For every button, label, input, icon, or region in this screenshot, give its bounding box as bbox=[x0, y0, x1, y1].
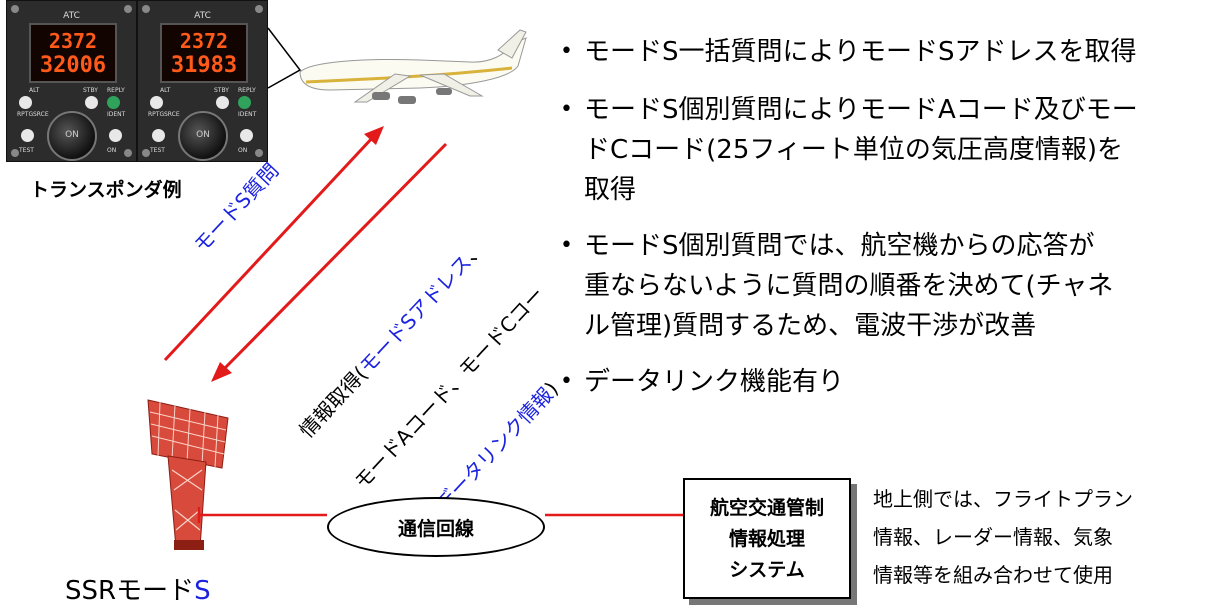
ident-button bbox=[109, 129, 122, 142]
label-test: TEST bbox=[150, 147, 165, 154]
alt-button bbox=[19, 96, 32, 109]
transponder-display: 2372 31983 bbox=[160, 23, 248, 83]
screw-icon bbox=[124, 5, 132, 13]
altitude-readout: 31983 bbox=[170, 53, 238, 78]
transponder-panel-left: ATC 2372 32006 ALT STBY REPLY RPTG SRCE … bbox=[6, 0, 137, 162]
communication-line-oval: 通信回線 bbox=[327, 497, 545, 557]
reply-label-line2: モードAコード、モードCコー bbox=[349, 282, 549, 494]
rotary-knob: ON bbox=[47, 111, 97, 161]
reply-light bbox=[107, 96, 120, 109]
radar-antenna-icon bbox=[147, 399, 229, 550]
interrogation-arrow bbox=[163, 126, 384, 362]
label-on: ON bbox=[238, 147, 248, 154]
label-on: ON bbox=[107, 147, 117, 154]
aircraft-icon bbox=[299, 29, 527, 104]
stby-button bbox=[216, 96, 229, 109]
ssr-mode-s-label: SSRモードS bbox=[65, 570, 211, 607]
label-reply: REPLY bbox=[238, 87, 256, 94]
screw-icon bbox=[255, 5, 263, 13]
feature-text: モードS個別質問では、航空機からの応答が 重ならないように質問の順番を決めて(チ… bbox=[584, 231, 1114, 341]
reply-label-line1-a: 情報取得( bbox=[294, 361, 373, 443]
atc-system-box: 航空交通管制 情報処理 システム bbox=[683, 478, 851, 599]
screw-icon bbox=[142, 149, 150, 157]
label-ident: IDENT bbox=[107, 111, 126, 118]
label-rptg: RPTG bbox=[17, 111, 34, 118]
label-alt: ALT bbox=[160, 87, 171, 94]
transponder-title: ATC bbox=[63, 11, 80, 21]
ground-side-note: 地上側では、フライトプラン 情報、レーダー情報、気象 情報等を組み合わせて使用 bbox=[873, 487, 1133, 587]
ground-link-line bbox=[197, 507, 683, 523]
stby-button bbox=[85, 96, 98, 109]
ssr-label-main: SSRモード bbox=[65, 576, 195, 606]
label-stby: STBY bbox=[214, 87, 229, 94]
callout-pointer bbox=[267, 27, 302, 89]
label-ident: IDENT bbox=[238, 111, 257, 118]
transponder-display: 2372 32006 bbox=[29, 23, 117, 83]
feature-text: モードS個別質問によりモードAコード及びモー ドCコード(25フィート単位の気圧… bbox=[584, 95, 1138, 205]
ident-button bbox=[240, 129, 253, 142]
feature-text: データリンク機能有り bbox=[584, 367, 845, 397]
label-rptg: RPTG bbox=[148, 111, 165, 118]
knob-label: ON bbox=[196, 130, 210, 140]
label-reply: REPLY bbox=[107, 87, 125, 94]
screw-icon bbox=[11, 149, 19, 157]
squawk-code: 2372 bbox=[179, 29, 229, 53]
label-test: TEST bbox=[19, 147, 34, 154]
label-srce: SRCE bbox=[164, 111, 180, 118]
label-alt: ALT bbox=[29, 87, 40, 94]
altitude-readout: 32006 bbox=[39, 53, 107, 78]
transponder-caption: トランスポンダ例 bbox=[30, 179, 182, 201]
ssr-label-s: S bbox=[194, 576, 211, 606]
screw-icon bbox=[11, 5, 19, 13]
reply-arrow bbox=[211, 142, 448, 382]
knob-label: ON bbox=[65, 130, 79, 140]
label-stby: STBY bbox=[83, 87, 98, 94]
communication-line-label: 通信回線 bbox=[397, 517, 474, 540]
transponder-title: ATC bbox=[194, 11, 211, 21]
screw-icon bbox=[142, 5, 150, 13]
feature-text: モードS一括質問によりモードSアドレスを取得 bbox=[584, 37, 1137, 67]
test-button bbox=[21, 129, 34, 142]
squawk-code: 2372 bbox=[48, 29, 98, 53]
reply-light bbox=[238, 96, 251, 109]
test-button bbox=[152, 129, 165, 142]
screw-icon bbox=[124, 149, 132, 157]
rotary-knob: ON bbox=[178, 111, 228, 161]
transponder-panel-right: ATC 2372 31983 ALT STBY REPLY RPTG SRCE … bbox=[137, 0, 268, 162]
label-srce: SRCE bbox=[33, 111, 49, 118]
alt-button bbox=[150, 96, 163, 109]
screw-icon bbox=[255, 149, 263, 157]
